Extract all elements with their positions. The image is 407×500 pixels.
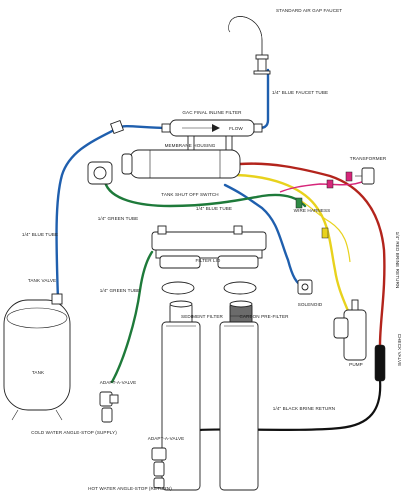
check-valve-label: CHECK VALVE: [397, 334, 402, 367]
blue-faucet-tube: [256, 68, 270, 130]
green-tube-lower-label: 1/4" GREEN TUBE: [100, 288, 141, 293]
tank-shutoff-switch: [87, 161, 113, 185]
blue-mid-tube: [223, 183, 308, 290]
blue-tube-mid-label: 1/4" BLUE TUBE: [196, 206, 232, 211]
blue-tank-tube: [55, 125, 172, 302]
tee-fitting: [110, 120, 124, 134]
tank-valve-label: TANK VALVE: [28, 278, 56, 283]
membrane-housing-label: MEMBRANE HOUSING: [165, 143, 216, 148]
hot-water-label: HOT WATER ANGLE-STOP (RETURN): [88, 486, 172, 491]
filter-bracket: [151, 225, 267, 269]
blue-tube-left-label: 1/4" BLUE TUBE: [22, 232, 58, 237]
red-brine-label: 1/4" RED BRINE RETURN: [395, 232, 400, 289]
membrane-housing: [121, 149, 241, 179]
solenoid: [297, 279, 313, 295]
adapt-valve-1-label: ADAPT-A-VALVE: [100, 380, 137, 385]
air-gap-faucet: [228, 16, 271, 75]
harness-connector: [295, 197, 303, 209]
faucet-tube-label: 1/4" BLUE FAUCET TUBE: [272, 90, 328, 95]
transformer-wire: [279, 177, 371, 193]
green-tube-upper: [103, 180, 307, 208]
storage-tank: [3, 293, 71, 421]
transformer-label: TRANSFORMER: [350, 156, 387, 161]
transformer: [326, 167, 375, 189]
adapt-a-valve-hot: [151, 447, 167, 489]
faucet-label: STANDARD AIR GAP FAUCET: [276, 8, 342, 13]
sediment-filter-label: SEDIMENT FILTER: [181, 314, 223, 319]
gac-final-filter: [161, 119, 263, 137]
wire-harness-label: WIRE HARNESS: [294, 208, 331, 213]
o-ring: [223, 281, 257, 295]
cold-water-label: COLD WATER ANGLE-STOP (SUPPLY): [31, 430, 117, 435]
carbon-filter-label: CARBON PRE-FILTER: [239, 314, 289, 319]
adapt-valve-2-label: ADAPT-A-VALVE: [148, 436, 185, 441]
filter-clip: [225, 135, 233, 151]
adapt-a-valve-cold: [99, 391, 119, 423]
tank-label: TANK: [32, 370, 45, 375]
flow-label: FLOW: [229, 126, 243, 131]
green-tube-label: 1/4" GREEN TUBE: [98, 216, 139, 221]
filter-housing-right: [219, 321, 259, 491]
pump: [333, 299, 367, 361]
wire-harness: [299, 199, 351, 263]
solenoid-label: SOLENOID: [298, 302, 323, 307]
pump-label: PUMP: [349, 362, 363, 367]
green-tube-lower: [110, 250, 154, 384]
harness-connector: [321, 227, 329, 239]
tank-shutoff-label: TANK SHUT OFF SWITCH: [161, 192, 218, 197]
black-brine-label: 1/4" BLACK BRINE RETURN: [273, 406, 335, 411]
o-ring: [161, 281, 195, 295]
check-valve: [374, 344, 386, 382]
gac-filter-label: GAC FINAL INLINE FILTER: [182, 110, 242, 115]
red-brine-tube: [238, 162, 386, 347]
filter-lid-label: FILTER LID: [196, 258, 221, 263]
filter-housing-left: [161, 321, 201, 491]
